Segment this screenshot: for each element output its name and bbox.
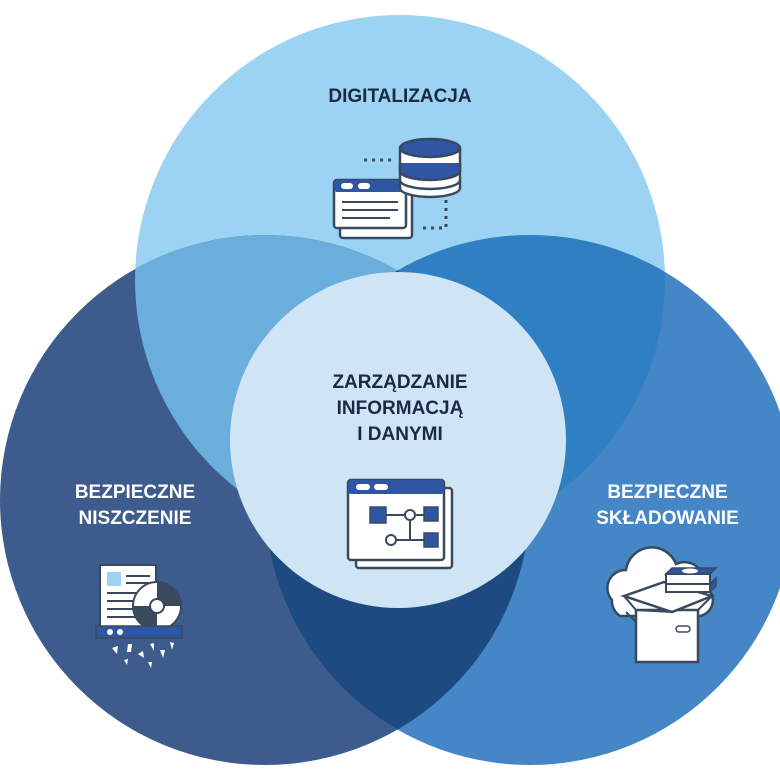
label-line: INFORMACJĄ [336,398,464,419]
document-shredder-icon [95,564,183,668]
label-line: SKŁADOWANIE [596,508,739,529]
database-window-icon [332,137,462,240]
label-zarzadzanie: ZARZĄDZANIE INFORMACJĄ I DANYMI [300,370,500,448]
label-line: BEZPIECZNE [74,482,196,503]
workflow-window-icon [346,478,454,570]
label-digitalizacja: DIGITALIZACJA [300,84,500,110]
label-line: DIGITALIZACJA [328,86,472,107]
label-line: ZARZĄDZANIE [332,372,468,393]
circle-zarzadzanie [230,272,566,608]
cloud-storage-box-icon [606,546,718,664]
label-bezpieczne-skladowanie: BEZPIECZNE SKŁADOWANIE [565,480,770,532]
label-line: NISZCZENIE [78,508,192,529]
label-bezpieczne-niszczenie: BEZPIECZNE NISZCZENIE [40,480,230,532]
label-line: BEZPIECZNE [607,482,728,503]
label-line: I DANYMI [357,424,443,445]
